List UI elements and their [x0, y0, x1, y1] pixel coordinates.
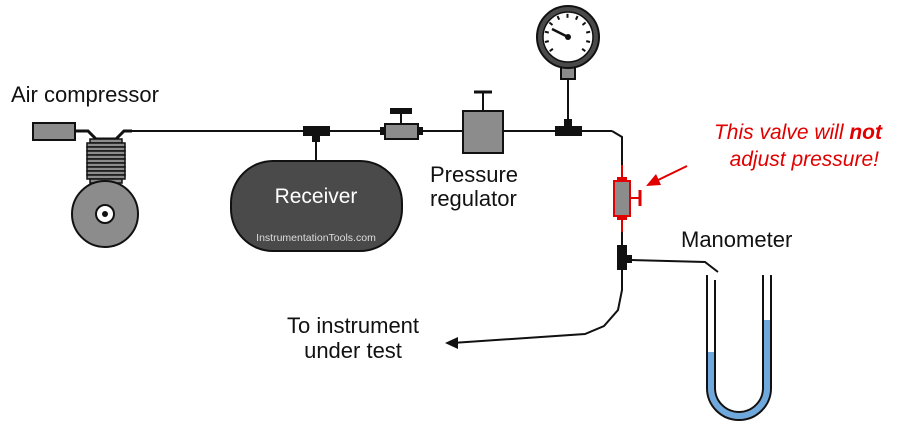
receiver-tank: [230, 160, 403, 252]
valve-note-line1-b: not: [849, 121, 883, 144]
receiver-label: Receiver: [275, 185, 358, 208]
compressor-cylinder-fins: [86, 138, 126, 184]
valve-note-line1: This valve will not: [714, 121, 883, 144]
air-compressor-label: Air compressor: [11, 82, 159, 107]
manometer-tee-fitting: [617, 245, 632, 270]
instrument-label-line2: under test: [304, 338, 402, 363]
valve-note-line2: adjust pressure!: [730, 148, 880, 171]
valve-note-arrow: [646, 165, 688, 186]
pressure-regulator: [462, 90, 504, 154]
bypass-valve: [613, 165, 642, 232]
gauge-tee-fitting: [555, 119, 582, 136]
outlet-arrowhead: [445, 337, 458, 349]
air-compressor: [32, 122, 139, 248]
receiver-tee-fitting: [303, 126, 330, 142]
regulator-label-line1: Pressure: [430, 162, 518, 187]
valve-note-line1-a: This valve will: [714, 121, 849, 144]
instrument-label-line1: To instrument: [287, 313, 419, 338]
manometer: [706, 275, 772, 421]
watermark: InstrumentationTools.com: [256, 232, 376, 244]
pressure-gauge: [536, 5, 600, 80]
manometer-label: Manometer: [681, 227, 792, 252]
hand-valve: [380, 108, 423, 140]
gauge-ticks: [544, 13, 591, 53]
regulator-label-line2: regulator: [430, 186, 517, 211]
